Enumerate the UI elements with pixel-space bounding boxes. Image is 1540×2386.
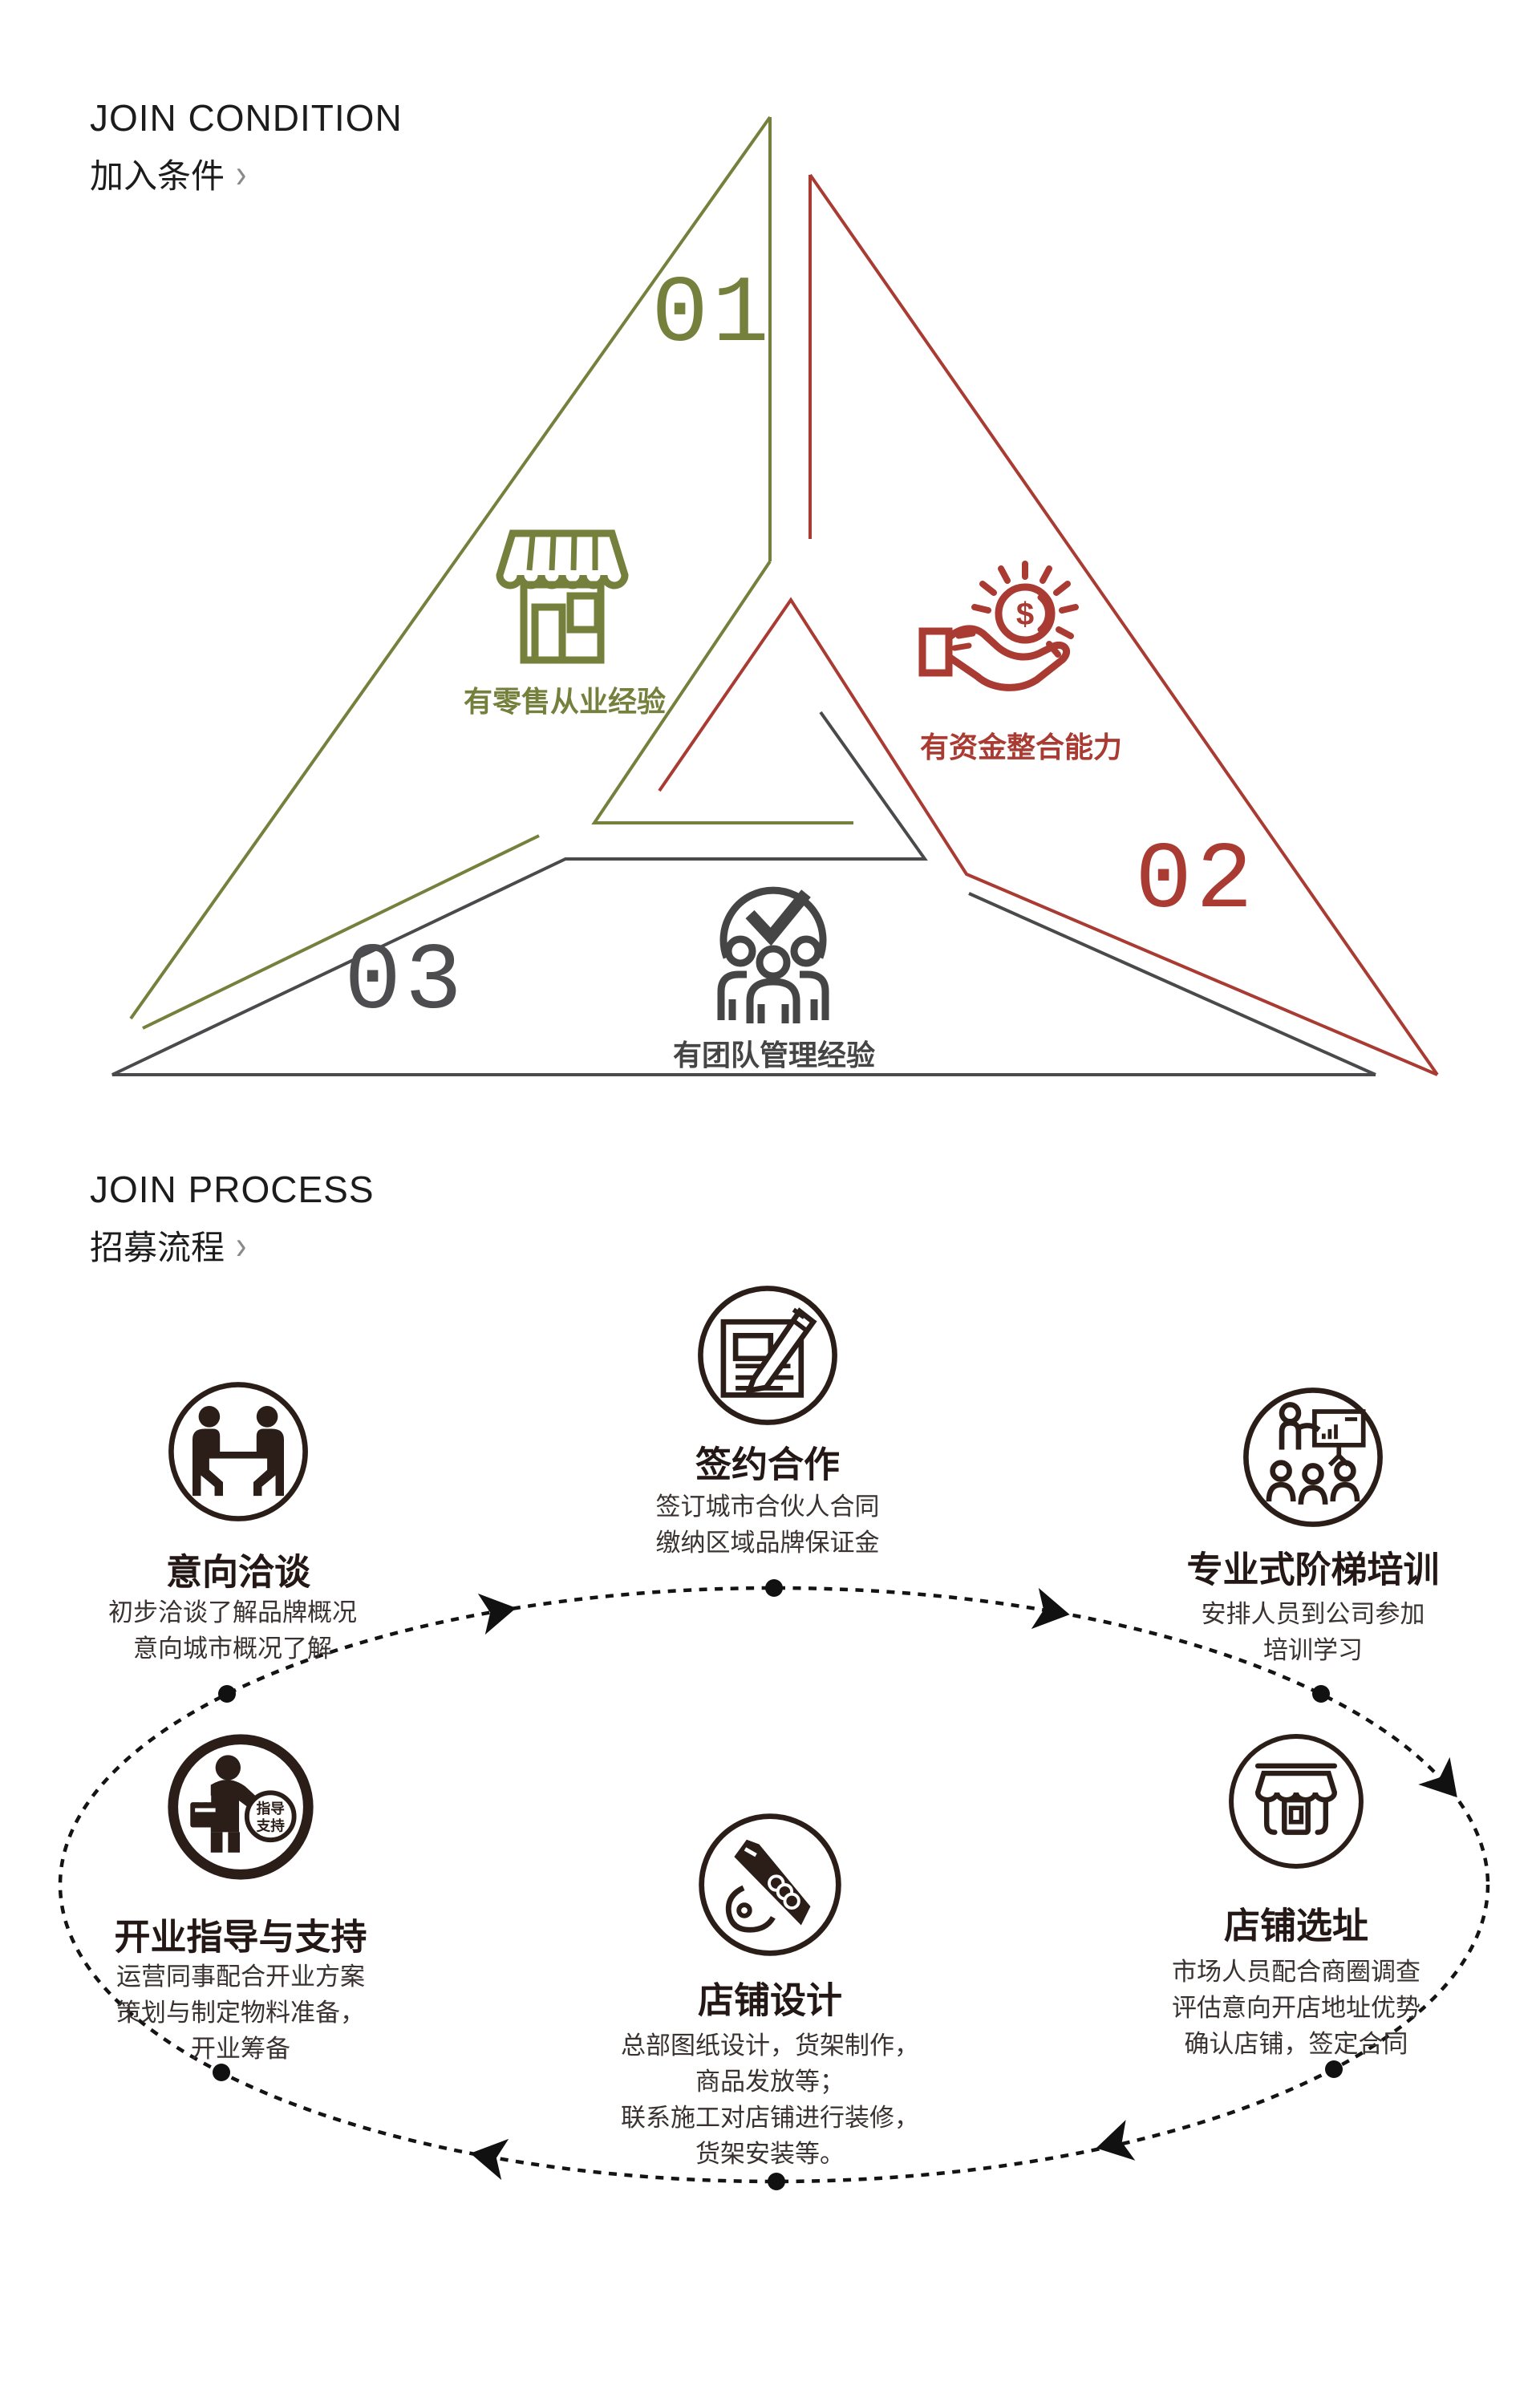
- team-check-icon: [705, 861, 843, 1031]
- step-desc-shop-design: 总部图纸设计，货架制作， 商品发放等； 联系施工对店铺进行装修， 货架安装等。: [621, 2027, 919, 2172]
- step-title-contract: 签约合作: [695, 1444, 841, 1485]
- desc-line: 商品发放等；: [695, 2068, 845, 2096]
- desc-line: 运营同事配合开业方案: [116, 1963, 365, 1991]
- join-condition-title-zh[interactable]: 加入条件 ›: [90, 149, 246, 198]
- desc-line: 签订城市合伙人合同: [655, 1493, 880, 1521]
- meeting-icon: [162, 1375, 314, 1528]
- step-desc-site-selection: 市场人员配合商圈调查 评估意向开店地址优势 确认店铺，签定合同: [1172, 1954, 1420, 2062]
- step-desc-contract: 签订城市合伙人合同 缴纳区域品牌保证金: [656, 1489, 880, 1561]
- desc-line: 安排人员到公司参加: [1201, 1600, 1425, 1628]
- contract-pen-icon: [691, 1279, 844, 1432]
- step-desc-negotiation: 初步洽谈了解品牌概况 意向城市概况了解: [108, 1594, 357, 1667]
- design-pen-icon: [692, 1807, 848, 1963]
- process-cycle-ellipse: [58, 1586, 1490, 2184]
- join-condition-title-en: JOIN CONDITION: [90, 97, 403, 139]
- desc-line: 意向城市概况了解: [133, 1635, 332, 1663]
- desc-line: 开业筹备: [191, 2035, 290, 2063]
- desc-line: 联系施工对店铺进行装修，: [621, 2104, 919, 2132]
- training-icon: [1237, 1381, 1389, 1533]
- step-title-shop-design: 店铺设计: [697, 1979, 843, 2021]
- desc-line: 缴纳区域品牌保证金: [655, 1529, 880, 1557]
- process-node-dots: [213, 1579, 1343, 2190]
- desc-line: 确认店铺，签定合同: [1184, 2030, 1408, 2058]
- hand-coin-icon: $: [914, 557, 1099, 710]
- store-location-icon: [1222, 1728, 1370, 1875]
- step-title-negotiation: 意向洽谈: [165, 1551, 311, 1593]
- chevron-right-icon: ›: [236, 1223, 247, 1267]
- step-desc-training: 安排人员到公司参加 培训学习: [1202, 1596, 1425, 1668]
- desc-line: 市场人员配合商圈调查: [1172, 1958, 1420, 1986]
- triangle-piece-03-lines: [111, 711, 1376, 1076]
- desc-line: 初步洽谈了解品牌概况: [108, 1598, 357, 1626]
- desc-line: 评估意向开店地址优势: [1172, 1994, 1420, 2022]
- condition-label-retail: 有零售从业经验: [463, 685, 667, 718]
- join-process-title-zh-text: 招募流程: [90, 1229, 225, 1266]
- condition-number-01: 01: [651, 262, 773, 369]
- triangle-piece-02-lines: [658, 173, 1439, 1076]
- condition-label-funds: 有资金整合能力: [919, 731, 1123, 764]
- desc-line: 总部图纸设计，货架制作，: [621, 2032, 919, 2060]
- chevron-right-icon: ›: [236, 152, 247, 196]
- step-title-site-selection: 店铺选址: [1223, 1905, 1369, 1946]
- desc-line: 货架安装等。: [695, 2140, 845, 2168]
- dollar-glyph: $: [1016, 597, 1034, 632]
- badge-text-line2: 支持: [256, 1817, 286, 1833]
- step-desc-support: 运营同事配合开业方案 策划与制定物料准备， 开业筹备: [116, 1959, 365, 2067]
- desc-line: 策划与制定物料准备，: [116, 1999, 365, 2027]
- storefront-icon: [482, 525, 642, 670]
- join-process-title-en: JOIN PROCESS: [90, 1169, 375, 1210]
- condition-number-03: 03: [344, 930, 466, 1036]
- triangle-piece-01-lines: [129, 115, 853, 1030]
- step-title-training: 专业式阶梯培训: [1186, 1549, 1440, 1590]
- condition-label-team: 有团队管理经验: [672, 1039, 876, 1071]
- condition-number-02: 02: [1135, 828, 1257, 935]
- desc-line: 培训学习: [1263, 1636, 1363, 1664]
- opening-support-icon: 指导 支持: [162, 1728, 319, 1886]
- process-flow-arrows: [470, 1587, 1457, 2181]
- join-process-title-zh[interactable]: 招募流程 ›: [90, 1221, 246, 1270]
- badge-text-line1: 指导: [257, 1800, 285, 1817]
- step-title-support: 开业指导与支持: [114, 1916, 367, 1958]
- join-condition-title-zh-text: 加入条件: [90, 157, 225, 195]
